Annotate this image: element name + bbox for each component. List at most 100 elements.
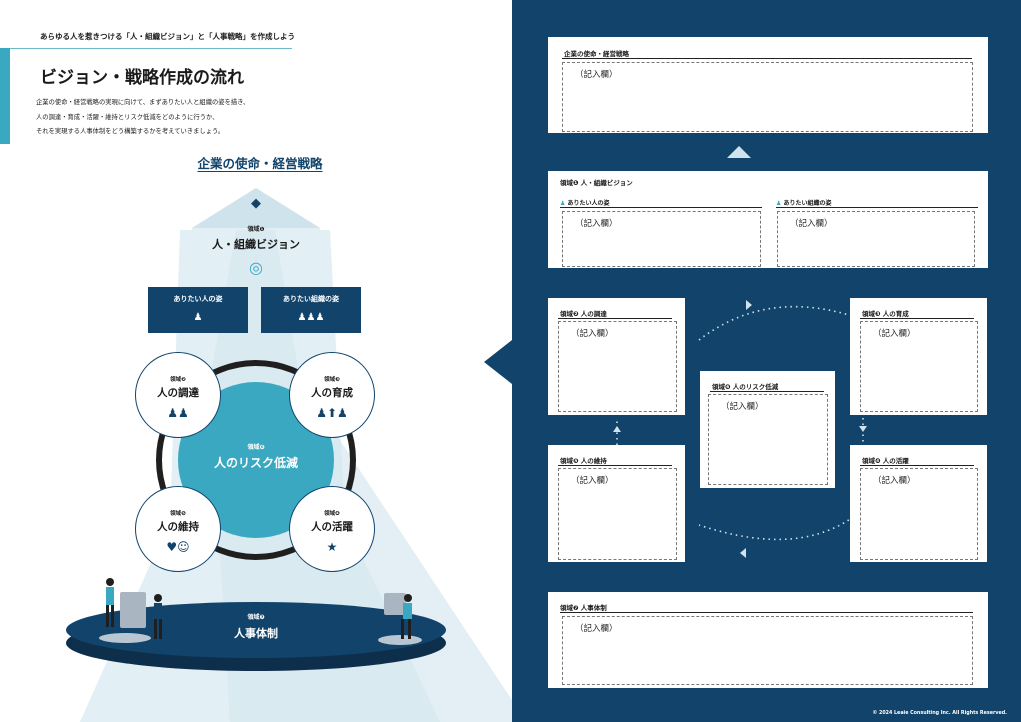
vision-person-icon: ◆: [251, 196, 261, 211]
person-shadow-left: [99, 633, 151, 643]
cycle-arrow-bottom: [740, 548, 746, 558]
cycle-arrow-left: [613, 426, 621, 432]
risk-panel-label: 領域❻ 人のリスク低減: [712, 383, 779, 391]
subtitle-rule: [10, 48, 292, 49]
description-line-3: それを実現する人事体制をどう構築するかを考えていきましょう。: [36, 128, 225, 135]
procure-panel-rule: [558, 318, 672, 319]
develop-circle: 領域❸ 人の育成 ♟⬆♟: [289, 352, 375, 438]
vision-domain: 領域❶: [247, 226, 265, 233]
ideal-people-text: ありたい人の姿: [567, 200, 610, 207]
mission-panel-label: 企業の使命・経営戦略: [564, 50, 629, 58]
activate-panel-rule: [860, 465, 974, 466]
hand-people-icon: ♟♟: [167, 406, 189, 420]
develop-panel-rule: [860, 318, 974, 319]
retain-panel-rule: [558, 465, 672, 466]
procure-panel-label: 領域❷ 人の調達: [560, 310, 607, 318]
vision-panel: 領域❶ 人・組織ビジョン ♟ ありたい人の姿 （記入欄） ♟ ありたい組織の姿 …: [548, 171, 988, 268]
ideal-org-input-area[interactable]: （記入欄）: [777, 211, 975, 267]
procure-name: 人の調達: [157, 387, 199, 399]
description: 企業の使命・経営戦略の実現に向けて、まずありたい人と組織の姿を描き、 人の調達・…: [36, 96, 249, 140]
procure-circle: 領域❷ 人の調達 ♟♟: [135, 352, 221, 438]
page-subtitle: あらゆる人を惹きつける「人・組織ビジョン」と「人事戦略」を作成しよう: [40, 32, 295, 41]
retain-placeholder: （記入欄）: [571, 476, 614, 486]
ideal-people-box: ありたい人の姿 ♟: [148, 287, 248, 333]
risk-domain: 領域❻: [247, 444, 265, 451]
mission-input-area[interactable]: （記入欄）: [562, 62, 973, 132]
org-small-icon: ♟: [776, 200, 784, 207]
procure-placeholder: （記入欄）: [571, 329, 614, 339]
activate-input-area[interactable]: （記入欄）: [860, 468, 978, 560]
cycle-arrow-top: [746, 300, 752, 310]
develop-name: 人の育成: [311, 387, 353, 399]
activate-panel: 領域❹ 人の活躍 （記入欄）: [850, 445, 987, 562]
hr-panel-label: 領域❼ 人事体制: [560, 604, 607, 612]
risk-name: 人のリスク低減: [213, 456, 298, 470]
person-figure-right: [384, 593, 412, 639]
retain-domain: 領域❺: [170, 511, 186, 517]
people-icon: ♟: [193, 312, 203, 323]
ideal-org-placeholder: （記入欄）: [790, 219, 833, 229]
up-arrow-mission: [727, 146, 751, 158]
mission-placeholder: （記入欄）: [575, 70, 618, 80]
ideal-people-label: ありたい人の姿: [173, 295, 223, 303]
target-icon: ◎: [249, 258, 263, 277]
mission-heading: 企業の使命・経営戦略: [197, 156, 323, 171]
star-hand-icon: ★: [326, 540, 338, 554]
ideal-org-label: ありたい組織の姿: [283, 295, 339, 303]
retain-input-area[interactable]: （記入欄）: [558, 468, 677, 560]
worksheet-graphic: [484, 146, 867, 558]
hr-text: 領域❼ 人事体制: [196, 612, 316, 641]
ideal-people-rule: [560, 207, 762, 208]
hr-input-area[interactable]: （記入欄）: [562, 616, 973, 685]
activate-circle: 領域❹ 人の活躍 ★: [289, 486, 375, 572]
develop-domain: 領域❸: [324, 377, 340, 383]
right-page: 企業の使命・経営戦略 （記入欄） 領域❶ 人・組織ビジョン ♟ ありたい人の姿 …: [484, 0, 1021, 722]
person-figure-left: [106, 578, 162, 639]
mission-panel: 企業の使命・経営戦略 （記入欄）: [548, 37, 988, 133]
retain-name: 人の維持: [157, 521, 199, 533]
retain-circle: 領域❺ 人の維持 ♥☺: [135, 486, 221, 572]
hr-domain: 領域❼: [247, 614, 265, 621]
heart-smile-icon: ♥☺: [166, 540, 190, 554]
mission-panel-rule: [562, 58, 972, 59]
cycle-arrow-right: [859, 426, 867, 432]
activate-placeholder: （記入欄）: [873, 476, 916, 486]
activate-domain: 領域❹: [324, 511, 340, 517]
risk-core: [178, 382, 334, 538]
risk-placeholder: （記入欄）: [721, 402, 764, 412]
ideal-people-placeholder: （記入欄）: [575, 219, 618, 229]
cycle-ring: [156, 360, 356, 560]
hr-placeholder: （記入欄）: [575, 624, 618, 634]
cycle-arc-bottom: [698, 509, 863, 541]
procure-input-area[interactable]: （記入欄）: [558, 321, 677, 412]
description-line-1: 企業の使命・経営戦略の実現に向けて、まずありたい人と組織の姿を描き、: [36, 99, 250, 106]
develop-panel-label: 領域❸ 人の育成: [862, 310, 909, 318]
procure-domain: 領域❷: [170, 377, 186, 383]
risk-panel-rule: [710, 391, 824, 392]
person-small-icon: ♟: [560, 200, 568, 207]
vision-name: 人・組織ビジョン: [212, 238, 300, 251]
develop-panel: 領域❸ 人の育成 （記入欄）: [850, 298, 987, 415]
activate-panel-label: 領域❹ 人の活躍: [862, 457, 909, 465]
person-shadow-right: [378, 635, 422, 645]
ideal-org-sublabel: ♟ ありたい組織の姿: [776, 198, 831, 207]
hr-panel: 領域❼ 人事体制 （記入欄）: [548, 592, 988, 688]
vision-panel-label: 領域❶ 人・組織ビジョン: [560, 179, 633, 187]
copyright: © 2024 Leaie Consulting Inc. All Rights …: [872, 711, 1007, 716]
ideal-org-box: ありたい組織の姿 ♟♟♟: [261, 287, 361, 333]
ideal-people-input-area[interactable]: （記入欄）: [562, 211, 761, 267]
retain-panel: 領域❺ 人の維持 （記入欄）: [548, 445, 685, 562]
page-title: ビジョン・戦略作成の流れ: [40, 68, 244, 88]
flow-graphic: [66, 188, 512, 722]
org-icon: ♟♟♟: [297, 312, 325, 323]
develop-input-area[interactable]: （記入欄）: [860, 321, 978, 412]
risk-input-area[interactable]: （記入欄）: [708, 394, 828, 485]
activate-name: 人の活躍: [311, 521, 353, 533]
procure-panel: 領域❷ 人の調達 （記入欄）: [548, 298, 685, 415]
left-page: あらゆる人を惹きつける「人・組織ビジョン」と「人事戦略」を作成しよう ビジョン・…: [0, 32, 512, 722]
risk-text: 領域❻ 人のリスク低減: [196, 442, 316, 471]
hr-name: 人事体制: [234, 627, 278, 640]
ideal-org-text: ありたい組織の姿: [783, 200, 832, 207]
develop-placeholder: （記入欄）: [873, 329, 916, 339]
retain-panel-label: 領域❺ 人の維持: [560, 457, 607, 465]
